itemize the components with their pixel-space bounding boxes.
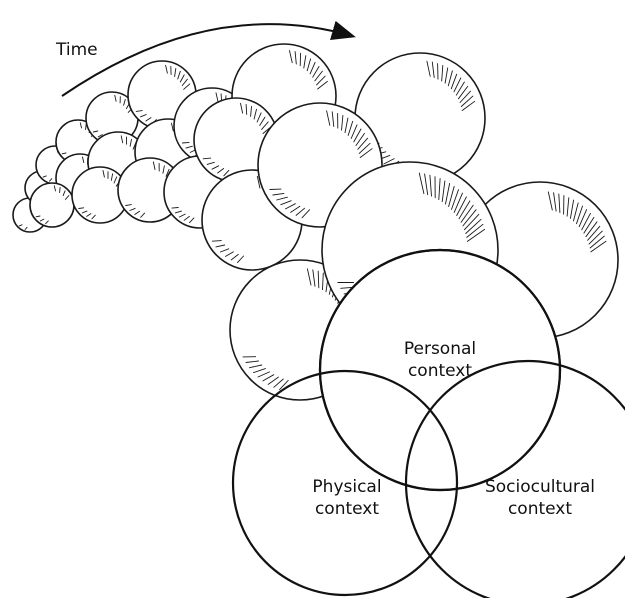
sociocultural-label-line1: Sociocultural bbox=[485, 477, 595, 497]
trail-sphere bbox=[30, 183, 74, 227]
physical-label-line1: Physical bbox=[312, 477, 381, 497]
time-label: Time bbox=[55, 40, 98, 60]
physical-label-line2: context bbox=[315, 499, 379, 519]
sociocultural-label-line2: context bbox=[508, 499, 572, 519]
personal-label-line1: Personal bbox=[404, 339, 476, 359]
personal-label-line2: context bbox=[408, 361, 472, 381]
